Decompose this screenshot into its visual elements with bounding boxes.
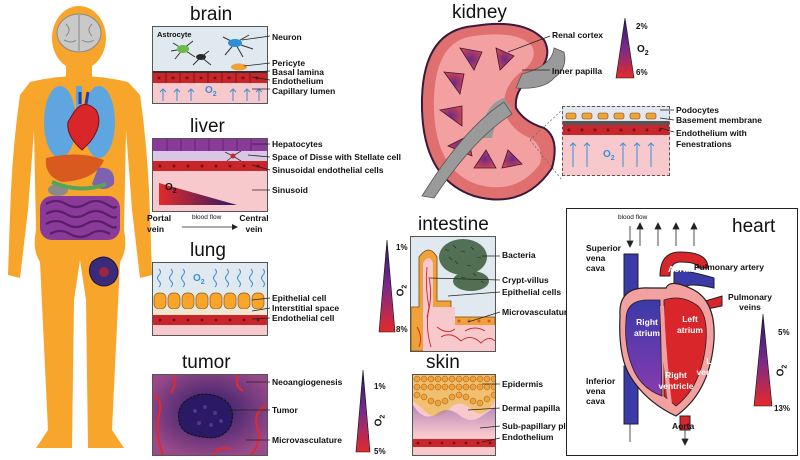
heart-label-right-atrium: Right atrium — [634, 317, 660, 338]
heart-o2-gradient — [753, 313, 773, 407]
heart-title: heart — [732, 216, 776, 237]
brain-o2: O2 — [205, 85, 217, 98]
intestine-label-crypt-villus: Crypt-villus — [502, 275, 549, 285]
brain-title: brain — [190, 4, 233, 25]
intestine-title: intestine — [418, 214, 489, 235]
kidney-label-inner-papilla: Inner papilla — [552, 66, 603, 76]
intestine-o2-text: O — [395, 288, 407, 297]
liver-label-hepatocytes: Hepatocytes — [272, 139, 323, 149]
heart-label-left-atrium: Left atrium — [677, 314, 703, 335]
tumor-title: tumor — [182, 352, 231, 373]
kidney-organ — [420, 22, 566, 201]
heart-o2-bottom: 13% — [774, 404, 791, 413]
liver-flow-arrow — [182, 224, 238, 230]
liver-central-vein-label: Central vein — [239, 213, 269, 234]
pericyte-cell — [231, 63, 247, 71]
human-body-figure — [8, 6, 152, 448]
kidney-label-renal-cortex: Renal cortex — [552, 30, 604, 40]
skin-label-epidermis: Epidermis — [502, 379, 544, 389]
kidney-inset-o2-text: O — [603, 149, 611, 160]
heart-label-left-ventricle: Left ventricle — [696, 356, 732, 377]
liver-label-sinusoid: Sinusoid — [272, 185, 308, 195]
intestine-o2-label: O2 — [395, 284, 409, 297]
liver-portal-vein-label: Portal vein — [147, 213, 172, 234]
kidney-o2-text: O — [637, 44, 645, 55]
heart-o2-text: O — [775, 368, 787, 377]
lung-o2: O2 — [193, 273, 205, 286]
skin-panel — [412, 374, 496, 456]
brain-label-neuron: Neuron — [272, 32, 302, 42]
intestine-label-bacteria: Bacteria — [502, 250, 536, 260]
astrocyte-cell — [170, 40, 196, 60]
tumor-o2-label: O2 — [373, 414, 387, 427]
tumor-o2-bottom: 5% — [374, 447, 386, 456]
heart-label-pulmonary-artery: Pulmonary artery — [694, 262, 764, 272]
heart-label-aorta: Aorta — [668, 264, 691, 274]
brain-label-pericyte: Pericyte — [272, 58, 306, 68]
lung-title: lung — [190, 240, 226, 261]
tumor-label-tumor: Tumor — [272, 405, 298, 415]
kidney-inset-label-endothelium: Endothelium with Fenestrations — [676, 128, 747, 149]
tumor-label-microvasculature: Microvasculature — [272, 435, 342, 445]
brain-organ — [56, 13, 102, 53]
skin-label-endothelium: Endothelium — [502, 432, 554, 442]
heart-o2-top: 5% — [778, 328, 790, 337]
brain-astrocyte-label: Astrocyte — [157, 30, 192, 39]
heart-blood-flow-label: blood flow — [618, 214, 648, 221]
liver-blood-flow-label: blood flow — [192, 214, 222, 221]
lung-label-epithelial: Epithelial cell — [272, 293, 327, 303]
skin-label-dermal-papilla: Dermal papilla — [502, 403, 561, 413]
brain-label-basal-lamina: Basal lamina — [272, 67, 324, 77]
brain-label-capillary-lumen: Capillary lumen — [272, 86, 336, 96]
tumor-o2-gradient — [355, 369, 371, 453]
intestine-label-microvasculature: Microvasculature — [502, 307, 572, 317]
tumor-panel — [152, 374, 268, 456]
intestine-o2-gradient — [378, 239, 396, 333]
tumor-o2-text: O — [373, 418, 385, 427]
liver-o2: O2 — [165, 182, 177, 195]
lung-panel: O2 — [152, 262, 268, 336]
heart-label-superior-vena-cava: Superior vena cava — [586, 243, 621, 273]
stellate-cell — [224, 150, 242, 162]
kidney-o2-gradient — [615, 17, 635, 79]
intestine-panel — [410, 236, 496, 352]
lung-label-interstitial: Interstitial space — [272, 303, 340, 313]
tumor-o2-top: 1% — [374, 382, 386, 391]
kidney-inset-o2: O2 — [603, 149, 615, 162]
heart-label-aorta-bottom: Aorta — [672, 421, 695, 431]
intestine-o2-bottom: 8% — [396, 325, 408, 334]
kidney-inset-panel: O2 — [562, 106, 670, 176]
kidney-o2-bottom: 6% — [636, 68, 648, 77]
kidney-o2-top: 2% — [636, 22, 648, 31]
intestine-label-epithelial-cells: Epithelial cells — [502, 287, 562, 297]
lung-o2-text: O — [193, 273, 201, 284]
skin-label-sub-papillary-plexus: Sub-papillary plexus — [502, 421, 586, 431]
lung-label-endothelial: Endothelial cell — [272, 313, 335, 323]
heart-o2-label: O2 — [775, 364, 789, 377]
heart-label-right-ventricle: Right ventricle — [658, 370, 694, 391]
liver-label-sinusoidal-endothelial: Sinusoidal endothelial cells — [272, 165, 384, 175]
tumor-label-neoangiogenesis: Neoangiogenesis — [272, 377, 343, 387]
brain-label-endothelium: Endothelium — [272, 76, 324, 86]
kidney-o2-label: O2 — [637, 44, 649, 57]
skin-title: skin — [426, 352, 460, 373]
kidney-title: kidney — [452, 2, 507, 23]
brain-o2-text: O — [205, 85, 213, 96]
liver-panel: O2 — [152, 138, 268, 212]
heart-label-pulmonary-veins: Pulmonary veins — [728, 292, 772, 312]
intestine-o2-top: 1% — [396, 243, 408, 252]
heart-organ — [619, 222, 723, 446]
liver-label-space-of-disse: Space of Disse with Stellate cell — [272, 152, 401, 162]
kidney-inset-label-basement-membrane: Basement membrane — [676, 115, 762, 125]
kidney-inset-label-podocytes: Podocytes — [676, 105, 719, 115]
liver-o2-text: O — [165, 182, 173, 193]
neuron-cell — [222, 34, 254, 58]
liver-title: liver — [190, 116, 225, 137]
heart-label-inferior-vena-cava: Inferior vena cava — [586, 376, 616, 406]
